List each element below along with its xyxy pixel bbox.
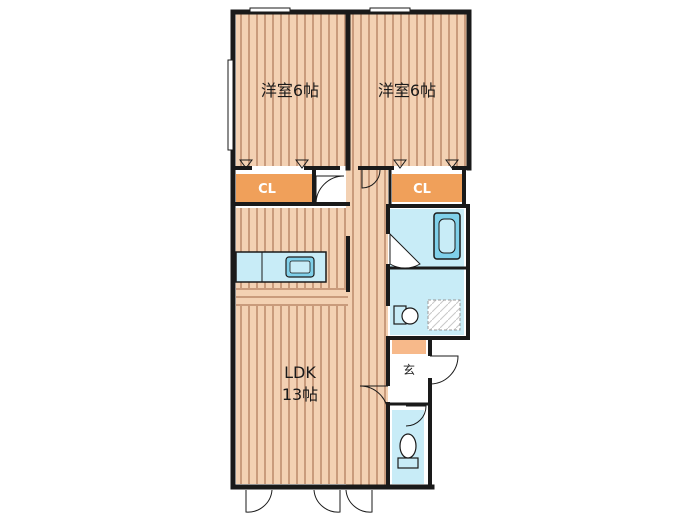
closet-right: [392, 174, 462, 202]
closet-left: [236, 174, 314, 202]
kitchen-sink-inner: [289, 260, 311, 274]
closet-right-label: CL: [413, 182, 431, 197]
closet-left-label: CL: [258, 182, 276, 197]
bedroom-left-label: 洋室6帖: [261, 81, 319, 100]
ldk-floor: [236, 306, 386, 484]
toilet-icon: [397, 433, 419, 469]
wash-basin-icon: [393, 305, 419, 325]
bedroom-right-floor: [350, 14, 467, 166]
walls: [230, 9, 472, 490]
washer-pan: [427, 299, 461, 331]
bedroom-left-floor: [236, 14, 346, 166]
entrance-label: 玄: [403, 362, 415, 377]
entrance-floor: [392, 340, 426, 354]
bedroom-right-label: 洋室6帖: [378, 81, 436, 100]
entrance-step: [392, 356, 426, 378]
counter-floor: [236, 288, 348, 306]
ldk-size-label: 13帖: [282, 385, 318, 404]
ldk-name-label: LDK: [284, 363, 316, 382]
bathtub-inner: [438, 218, 456, 254]
doors: [227, 7, 459, 513]
